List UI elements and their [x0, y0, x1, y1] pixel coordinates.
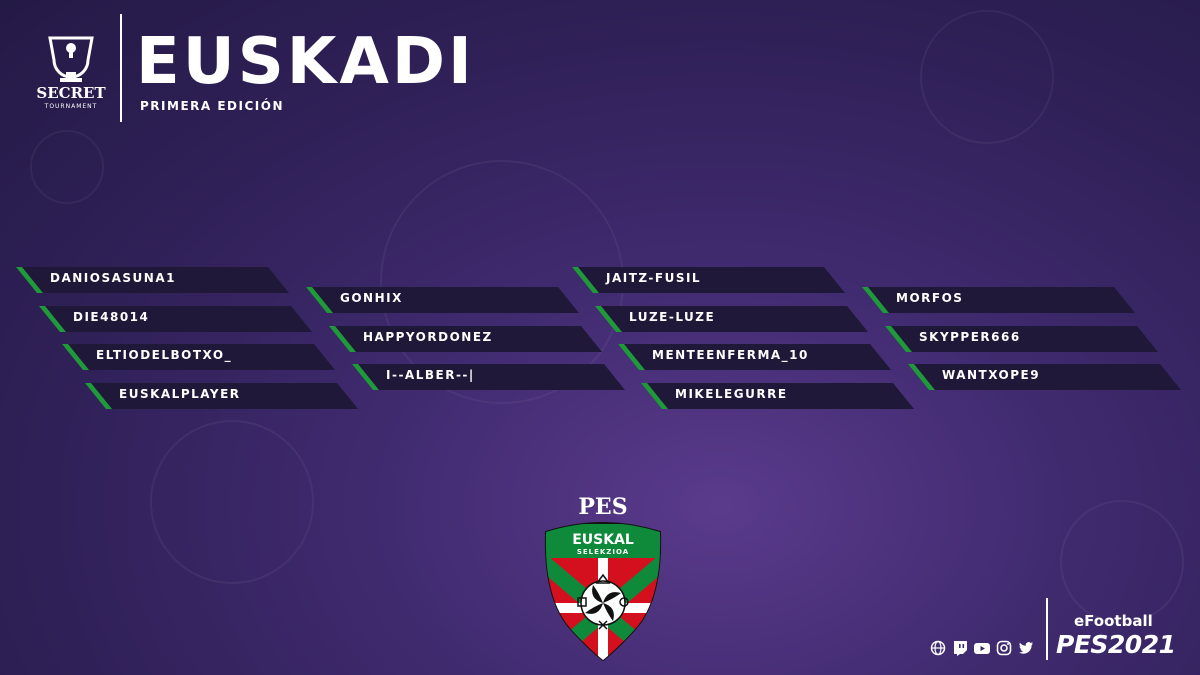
player-slot[interactable]: MIKELEGURRE: [639, 382, 914, 409]
page-subtitle: PRIMERA EDICIÓN: [140, 99, 284, 113]
player-name: MIKELEGURRE: [675, 386, 788, 401]
player-slot-bg: [39, 305, 312, 332]
header-divider: [120, 14, 122, 122]
player-name: SKYPPER666: [919, 329, 1021, 344]
player-slot[interactable]: HAPPYORDONEZ: [327, 325, 602, 352]
bg-ring: [150, 420, 314, 584]
player-slot[interactable]: ELTIODELBOTXO_: [60, 343, 335, 370]
player-slot[interactable]: MENTEENFERMA_10: [616, 343, 891, 370]
page-title: EUSKADI: [136, 25, 475, 99]
player-slot[interactable]: I--ALBER--|: [350, 363, 625, 390]
youtube-icon[interactable]: [974, 640, 990, 656]
player-slot-bg: [572, 267, 845, 293]
player-name: DANIOSASUNA1: [50, 271, 176, 285]
twitter-icon[interactable]: [1018, 640, 1034, 656]
globe-icon[interactable]: [930, 640, 946, 656]
twitch-icon[interactable]: [952, 640, 968, 656]
bg-ring: [1060, 500, 1184, 624]
player-name: ELTIODELBOTXO_: [96, 348, 233, 362]
player-slot-bg: [618, 344, 891, 370]
player-slot-bg: [352, 364, 625, 390]
player-slot-bg: [885, 325, 1158, 352]
crest-line2: SELEKZIOA: [577, 548, 629, 556]
player-name: HAPPYORDONEZ: [363, 329, 493, 344]
player-slot-bg: [329, 325, 602, 352]
logo-sub-text: TOURNAMENT: [44, 103, 98, 110]
player-slot[interactable]: GONHIX: [304, 286, 579, 313]
player-name: MORFOS: [896, 291, 964, 305]
player-slot-bg: [16, 267, 289, 293]
player-slot[interactable]: LUZE-LUZE: [593, 305, 868, 332]
instagram-icon[interactable]: [996, 640, 1012, 656]
player-slot-bg: [862, 287, 1135, 313]
footer-divider: [1046, 598, 1048, 660]
player-slot-bg: [62, 344, 335, 370]
player-slot[interactable]: WANTXOPE9: [906, 363, 1181, 390]
player-slot[interactable]: DIE48014: [37, 305, 312, 332]
player-name: GONHIX: [340, 291, 403, 305]
player-slot-bg: [595, 305, 868, 332]
player-name: EUSKALPLAYER: [119, 386, 241, 401]
player-name: WANTXOPE9: [942, 368, 1041, 382]
player-slot[interactable]: JAITZ-FUSIL: [570, 266, 845, 293]
bg-ring: [30, 130, 104, 204]
logo-brand-text: SECRET: [36, 84, 106, 102]
pes2021-logo-text: PES2021: [1056, 630, 1176, 659]
euskal-selekzioa-crest: PES EUSKAL SELEKZIOA: [544, 494, 662, 662]
player-name: MENTEENFERMA_10: [652, 348, 809, 362]
crest-top-text: PES: [578, 494, 627, 520]
player-slot-bg: [85, 382, 358, 409]
crest-line1: EUSKAL: [572, 532, 634, 548]
player-slot[interactable]: SKYPPER666: [883, 325, 1158, 352]
player-name: LUZE-LUZE: [629, 309, 716, 324]
player-name: I--ALBER--|: [386, 368, 475, 382]
efootball-logo-text: eFootball: [1074, 612, 1153, 630]
player-slot[interactable]: EUSKALPLAYER: [83, 382, 358, 409]
player-slot[interactable]: MORFOS: [860, 286, 1135, 313]
player-slot-bg: [908, 364, 1181, 390]
player-name: JAITZ-FUSIL: [606, 271, 702, 285]
secret-tournament-logo: SECRET TOURNAMENT: [36, 36, 106, 110]
bg-ring: [920, 10, 1054, 144]
player-slot-bg: [641, 382, 914, 409]
player-name: DIE48014: [73, 309, 150, 324]
player-slot-bg: [306, 287, 579, 313]
player-slot[interactable]: DANIOSASUNA1: [14, 266, 289, 293]
